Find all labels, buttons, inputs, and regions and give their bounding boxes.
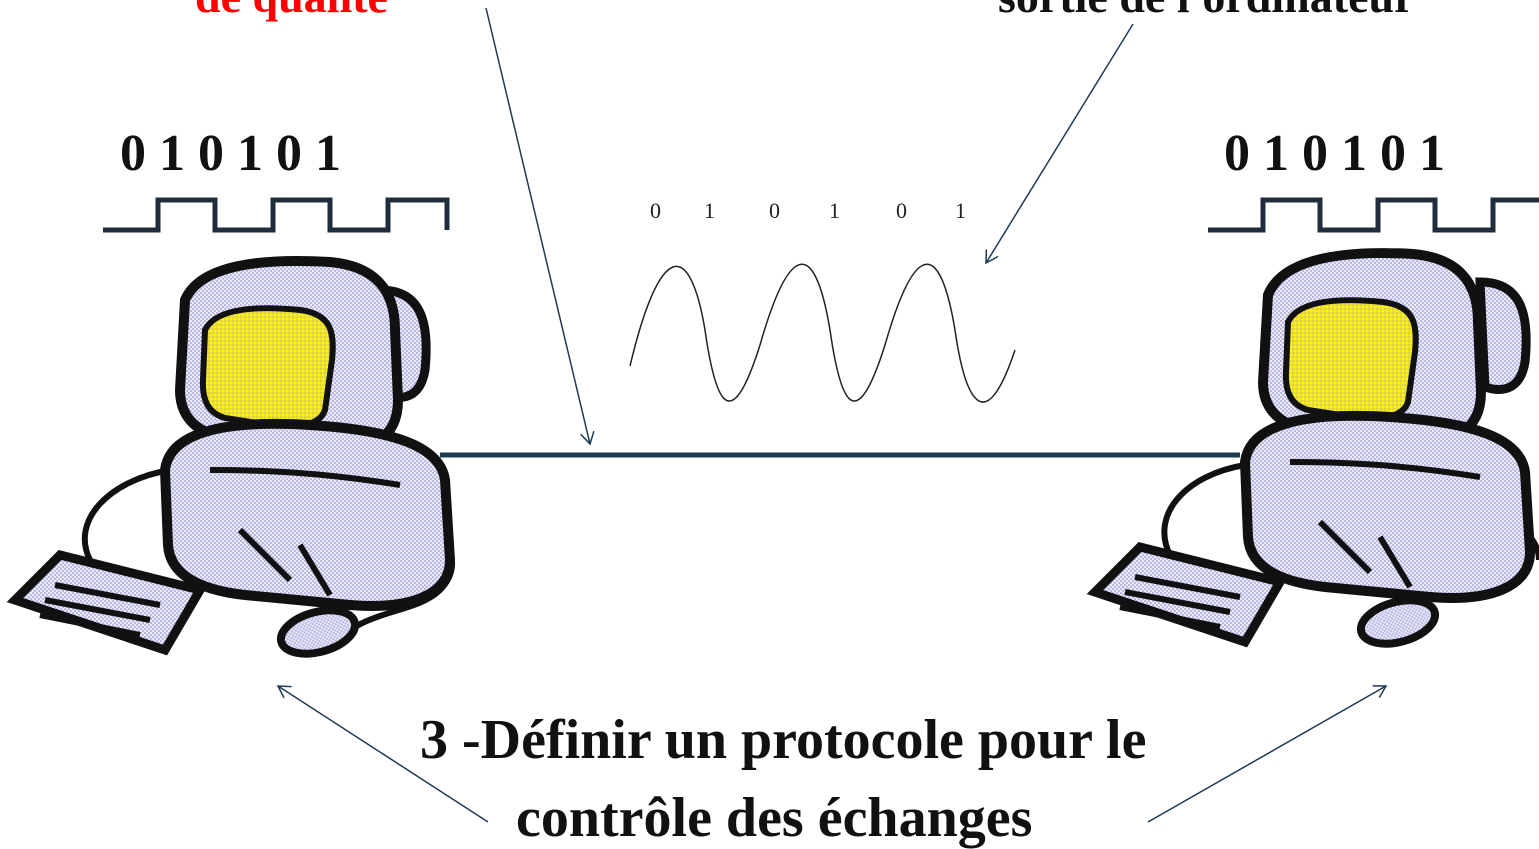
arrow-to-left-computer: [278, 686, 489, 823]
left-bit-sequence: 0 1 0 1 0 1: [120, 125, 341, 182]
left-keyboard-icon: [6, 550, 207, 656]
right-mouse-icon: [1356, 596, 1440, 648]
arrow-to-line: [485, 7, 590, 444]
top-left-label: de qualité: [195, 0, 388, 20]
left-computer-icon: [81, 255, 456, 633]
right-keyboard-icon: [1086, 542, 1287, 648]
wave-bit-label: 0: [650, 198, 661, 223]
left-mouse-icon: [276, 606, 360, 658]
sine-wave: [629, 263, 1016, 403]
arrow-to-right-computer: [1147, 686, 1386, 823]
bottom-caption-line-1: 3 -Définir un protocole pour le: [420, 709, 1147, 771]
wave-bit-label: 1: [955, 198, 966, 223]
arrow-to-wave: [986, 23, 1134, 263]
wave-bit-label: 0: [769, 198, 780, 223]
top-right-label: sortie de l'ordinateur: [998, 0, 1415, 20]
bottom-caption-line-2: contrôle des échanges: [516, 787, 1033, 849]
left-square-wave: [103, 197, 450, 233]
right-square-wave: [1208, 197, 1539, 233]
wave-bit-label: 1: [704, 198, 715, 223]
right-computer-icon: [1161, 248, 1539, 603]
wave-bit-label: 1: [829, 198, 840, 223]
right-bit-sequence: 0 1 0 1 0 1: [1224, 125, 1445, 182]
wave-bit-label: 0: [896, 198, 907, 223]
